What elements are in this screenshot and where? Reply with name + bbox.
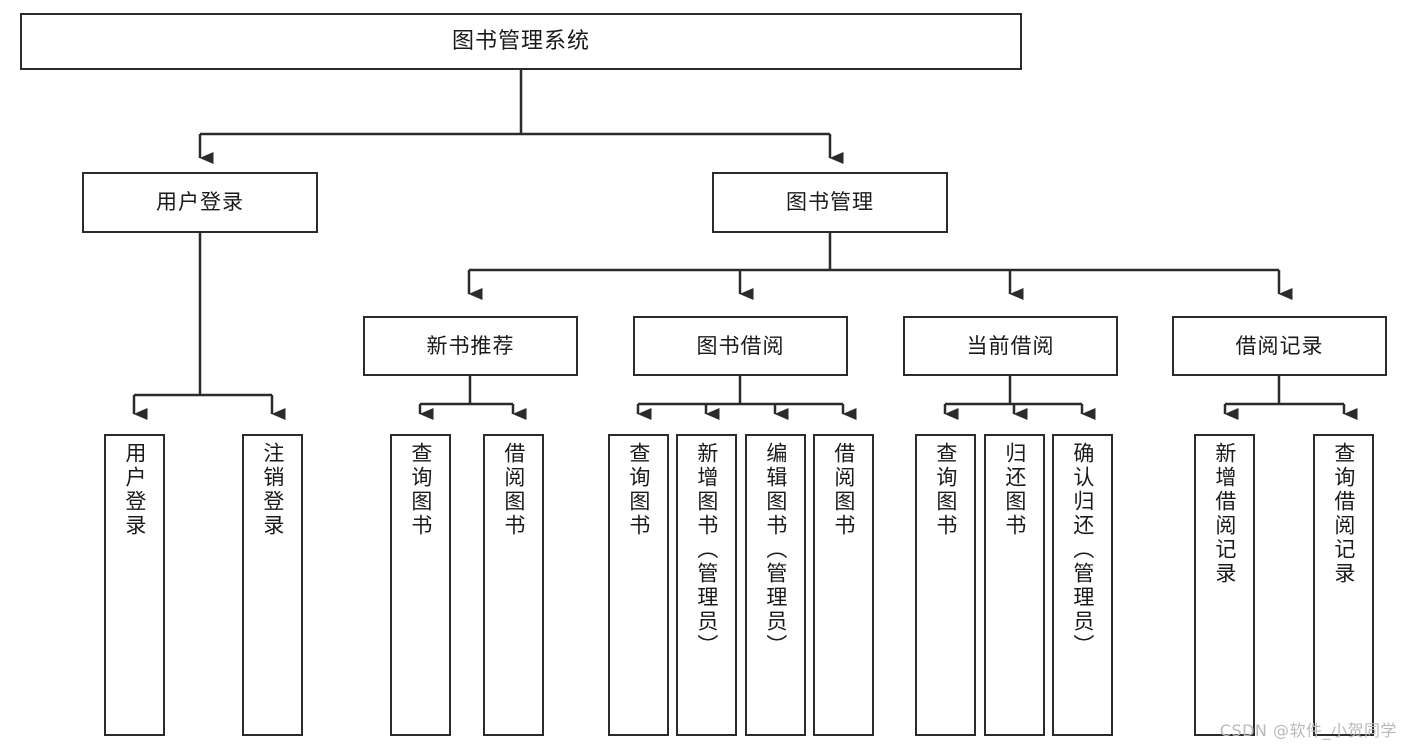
node-label: 用户登录 (156, 190, 244, 215)
node-label: 图书借阅 (696, 333, 785, 358)
leaf-current-query-book[interactable]: 查询图书 (915, 434, 976, 736)
leaf-recommend-query-book[interactable]: 查询图书 (390, 434, 451, 736)
node-label: 借阅图书 (501, 442, 526, 538)
node-label: 查询图书 (933, 442, 958, 538)
node-label: 当前借阅 (966, 333, 1055, 358)
leaf-current-return-book[interactable]: 归还图书 (984, 434, 1045, 736)
node-label: 确认归还（管理员） (1070, 442, 1095, 658)
node-user-login[interactable]: 用户登录 (82, 172, 318, 233)
node-label: 新增图书（管理员） (694, 442, 719, 658)
csdn-watermark: CSDN @软件_小贺同学 (1219, 721, 1397, 740)
leaf-user-login-login[interactable]: 用户登录 (104, 434, 165, 736)
leaf-borrow-borrow-book[interactable]: 借阅图书 (813, 434, 874, 736)
leaf-borrow-add-book-admin[interactable]: 新增图书（管理员） (676, 434, 737, 736)
node-current-borrow[interactable]: 当前借阅 (903, 316, 1118, 376)
node-label: 新书推荐 (426, 333, 515, 358)
node-new-book-recommend[interactable]: 新书推荐 (363, 316, 578, 376)
leaf-record-add-record[interactable]: 新增借阅记录 (1194, 434, 1255, 736)
node-root-system[interactable]: 图书管理系统 (20, 13, 1022, 70)
leaf-borrow-edit-book-admin[interactable]: 编辑图书（管理员） (745, 434, 806, 736)
node-label: 查询图书 (626, 442, 651, 538)
node-borrow-record[interactable]: 借阅记录 (1172, 316, 1387, 376)
leaf-recommend-borrow-book[interactable]: 借阅图书 (483, 434, 544, 736)
node-label: 用户登录 (122, 442, 147, 538)
node-label: 图书管理系统 (451, 28, 590, 54)
node-label: 新增借阅记录 (1212, 442, 1237, 586)
node-label: 注销登录 (260, 442, 285, 538)
node-book-management[interactable]: 图书管理 (712, 172, 948, 233)
node-label: 归还图书 (1002, 442, 1027, 538)
node-label: 编辑图书（管理员） (763, 442, 788, 658)
leaf-current-confirm-return-admin[interactable]: 确认归还（管理员） (1052, 434, 1113, 736)
node-label: 查询图书 (408, 442, 433, 538)
node-label: 查询借阅记录 (1331, 442, 1356, 586)
leaf-record-query-record[interactable]: 查询借阅记录 (1313, 434, 1374, 736)
node-label: 图书管理 (786, 190, 874, 215)
node-label: 借阅图书 (831, 442, 856, 538)
node-label: 借阅记录 (1235, 333, 1324, 358)
leaf-user-login-logout[interactable]: 注销登录 (242, 434, 303, 736)
node-book-borrow[interactable]: 图书借阅 (633, 316, 848, 376)
leaf-borrow-query-book[interactable]: 查询图书 (608, 434, 669, 736)
